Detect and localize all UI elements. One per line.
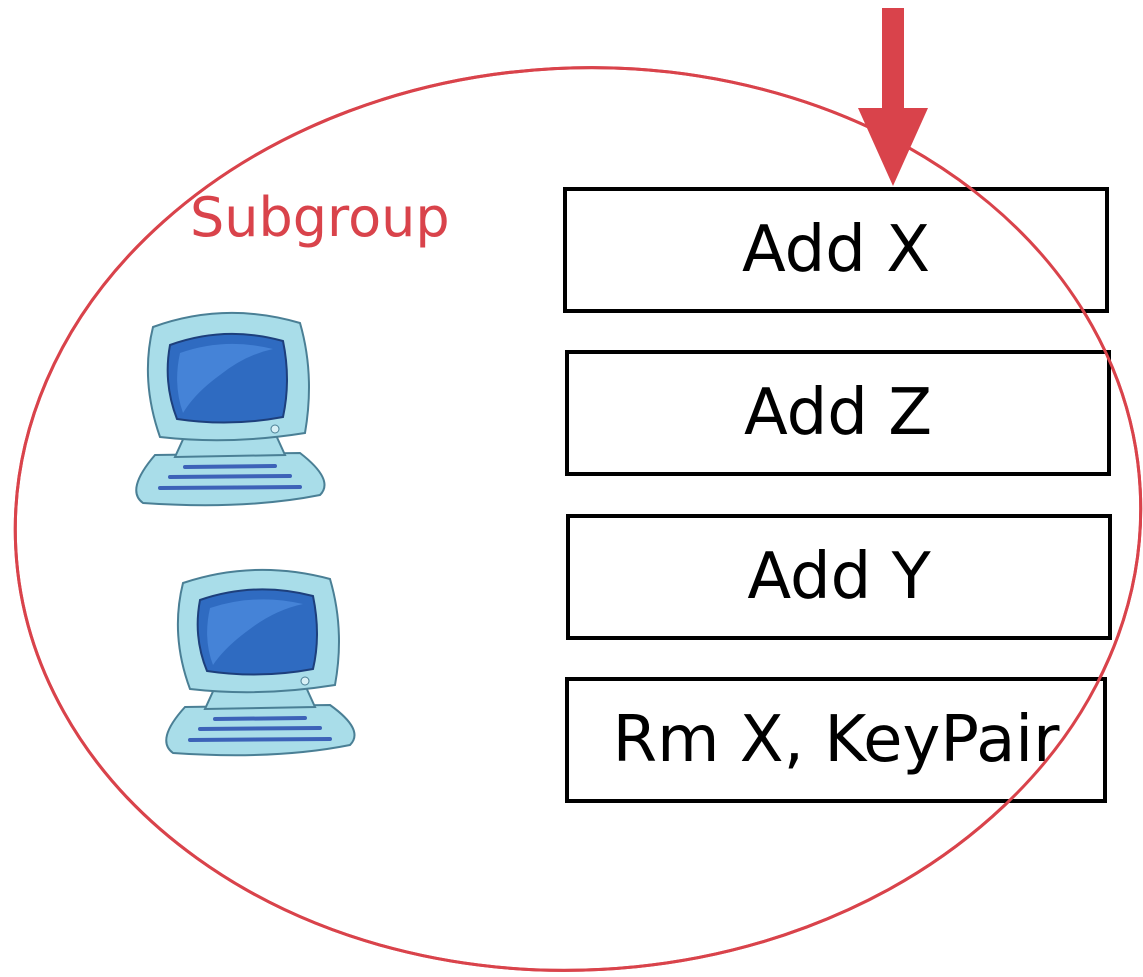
- operation-box-add-y: Add Y: [566, 514, 1112, 640]
- operation-label: Add X: [741, 213, 931, 287]
- computer-icon: [135, 311, 326, 507]
- operation-box-rm-x-keypair: Rm X, KeyPair: [565, 677, 1107, 803]
- operation-label: Add Y: [747, 540, 931, 614]
- operation-box-add-x: Add X: [563, 187, 1109, 313]
- computer-icon: [165, 568, 356, 757]
- operation-label: Rm X, KeyPair: [612, 703, 1060, 777]
- operation-box-add-z: Add Z: [565, 350, 1111, 476]
- subgroup-label: Subgroup: [190, 186, 450, 249]
- operation-label: Add Z: [743, 376, 933, 450]
